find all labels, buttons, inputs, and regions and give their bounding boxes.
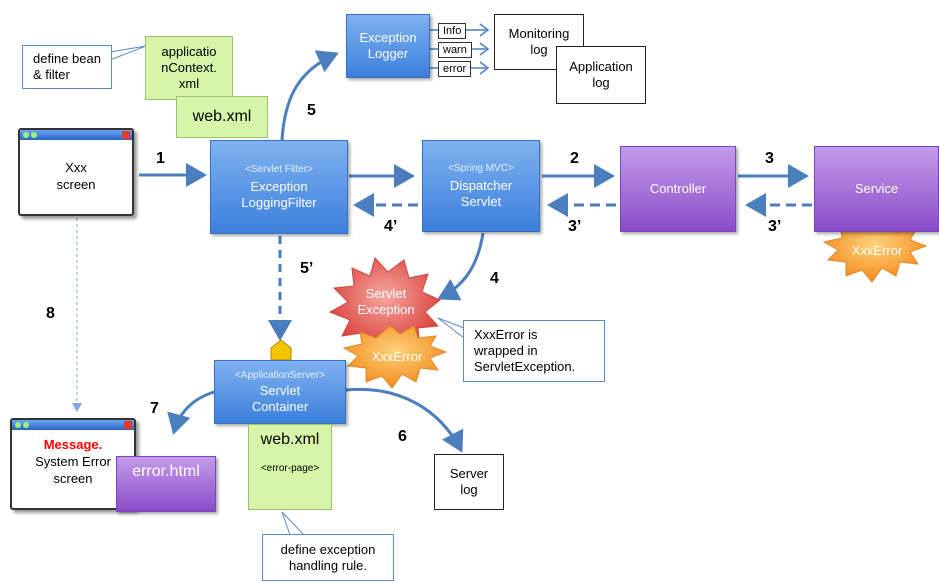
step-2: 2	[570, 150, 579, 167]
step-5-prime: 5’	[300, 260, 314, 277]
servlet-exception-label: Servlet Exception	[357, 286, 415, 317]
step-3: 3	[765, 150, 774, 167]
arrow-5	[280, 50, 339, 141]
close-icon	[124, 421, 132, 429]
xxxerror-service-label: XxxError	[851, 243, 903, 258]
step-3-prime-b: 3’	[768, 218, 782, 235]
appcontext-xml-note: applicatio nContext. xml	[145, 36, 233, 100]
step-7: 7	[150, 400, 159, 417]
error-message-text: Message.	[43, 437, 103, 452]
callout-tail-wrapped	[437, 317, 465, 340]
window-title-bar	[12, 420, 134, 430]
step-8: 8	[46, 305, 55, 322]
step-4: 4	[490, 270, 499, 287]
container-connector	[270, 339, 292, 361]
callout-tail-define-rule	[281, 511, 306, 536]
xxxerror-burst-center	[342, 325, 448, 389]
error-html-doc: error.html	[116, 456, 216, 512]
service-box: Service	[814, 146, 939, 232]
step-4-prime: 4’	[384, 218, 398, 235]
server-log-doc: Server log	[434, 454, 504, 510]
log-flag-error: error	[438, 61, 472, 77]
arrow-4	[437, 232, 485, 301]
arrow-7	[167, 390, 215, 435]
xxxerror-center-label: XxxError	[371, 349, 423, 364]
webxml-top-note: web.xml	[176, 96, 268, 138]
define-rule-callout: define exception handling rule.	[262, 534, 394, 581]
controller-box: Controller	[620, 146, 736, 232]
step-6: 6	[398, 428, 407, 445]
step-5: 5	[307, 102, 316, 119]
wrapped-exception-callout: XxxError is wrapped in ServletException.	[463, 320, 605, 382]
xxx-screen-window: Xxx screen	[18, 128, 134, 216]
servlet-container-box: <ApplicationServer> Servlet Container	[214, 360, 346, 424]
define-bean-callout: define bean & filter	[22, 45, 112, 89]
step-1: 1	[156, 150, 165, 167]
application-log-doc: Application log	[556, 46, 646, 104]
webxml-bottom-note: web.xml <error-page>	[248, 424, 332, 510]
step-3-prime-a: 3’	[568, 218, 582, 235]
exception-logging-filter-box: <Servlet Filter> Exception LoggingFilter	[210, 140, 348, 234]
close-icon	[122, 131, 130, 139]
callout-tail-define-bean	[109, 45, 147, 61]
arrow-6	[345, 387, 464, 453]
system-error-screen-window: Message. System Error screen	[10, 418, 136, 510]
window-title-bar	[20, 130, 132, 140]
dispatcher-servlet-box: <Spring MVC> Dispatcher Servlet	[422, 140, 540, 232]
exception-logger-box: Exception Logger	[346, 14, 430, 78]
log-flag-warn: warn	[438, 42, 472, 58]
log-flag-info: Info	[438, 23, 467, 39]
